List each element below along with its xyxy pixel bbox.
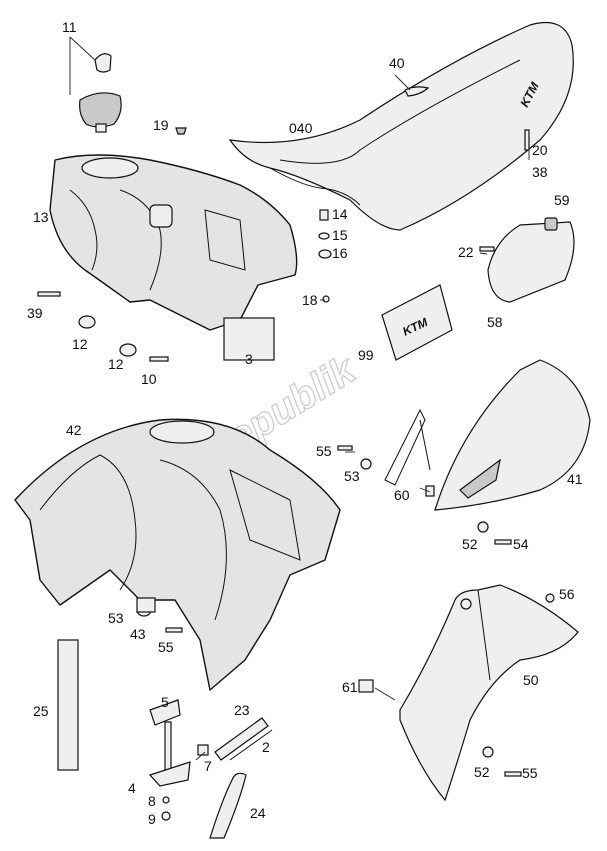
callout-55a: 55 (316, 443, 332, 459)
lower-panel-part[interactable] (399, 584, 579, 802)
callout-4: 4 (128, 780, 136, 796)
callout-40: 40 (389, 55, 405, 71)
callout-53b: 53 (108, 610, 124, 626)
callout-labels: 11 40 040 19 20 38 13 14 15 16 59 22 18 … (27, 19, 583, 827)
callout-43: 43 (130, 626, 146, 642)
toolbag-part[interactable] (487, 217, 575, 303)
callout-50: 50 (523, 672, 539, 688)
callout-23: 23 (234, 702, 250, 718)
callout-52b: 52 (474, 764, 490, 780)
callout-39: 39 (27, 305, 43, 321)
callout-42: 42 (66, 422, 82, 438)
callout-15: 15 (332, 227, 348, 243)
callout-99: 99 (358, 347, 374, 363)
callout-56: 56 (559, 586, 575, 602)
callout-19: 19 (153, 117, 169, 133)
callout-10: 10 (141, 371, 157, 387)
callout-59: 59 (554, 192, 570, 208)
callout-14: 14 (332, 206, 348, 222)
callout-52a: 52 (462, 536, 478, 552)
callout-9: 9 (148, 811, 156, 827)
callout-3: 3 (245, 351, 253, 367)
callout-13: 13 (33, 209, 49, 225)
callout-53a: 53 (344, 468, 360, 484)
callout-18: 18 (302, 292, 318, 308)
bracket-part[interactable] (384, 408, 431, 486)
callout-20: 20 (532, 142, 548, 158)
fuel-cap-part[interactable] (79, 53, 122, 133)
callout-2: 2 (262, 739, 270, 755)
callout-12a: 12 (72, 336, 88, 352)
callout-11: 11 (62, 19, 77, 35)
callout-38: 38 (532, 164, 548, 180)
callout-61: 61 (342, 679, 358, 695)
callout-55c: 55 (522, 765, 538, 781)
leader-lines (69, 36, 530, 761)
lower-tank-part[interactable] (14, 418, 341, 691)
callout-58: 58 (487, 314, 503, 330)
callout-55b: 55 (158, 639, 174, 655)
callout-41: 41 (567, 471, 583, 487)
side-panel-part[interactable] (434, 359, 591, 511)
seat-part[interactable]: KTM (228, 21, 574, 231)
callout-60: 60 (394, 487, 410, 503)
callout-54: 54 (513, 536, 529, 552)
callout-040: 040 (289, 120, 313, 136)
callout-12b: 12 (108, 356, 124, 372)
callout-22: 22 (458, 244, 474, 260)
small-fasteners[interactable] (37, 127, 555, 839)
callout-7: 7 (204, 758, 212, 774)
callout-25: 25 (33, 703, 49, 719)
callout-5: 5 (161, 694, 169, 710)
callout-24: 24 (250, 805, 266, 821)
callout-16: 16 (332, 245, 348, 261)
fuel-tank-part[interactable] (49, 154, 298, 331)
decal-part[interactable]: KTM (381, 284, 453, 361)
callout-8: 8 (148, 793, 156, 809)
